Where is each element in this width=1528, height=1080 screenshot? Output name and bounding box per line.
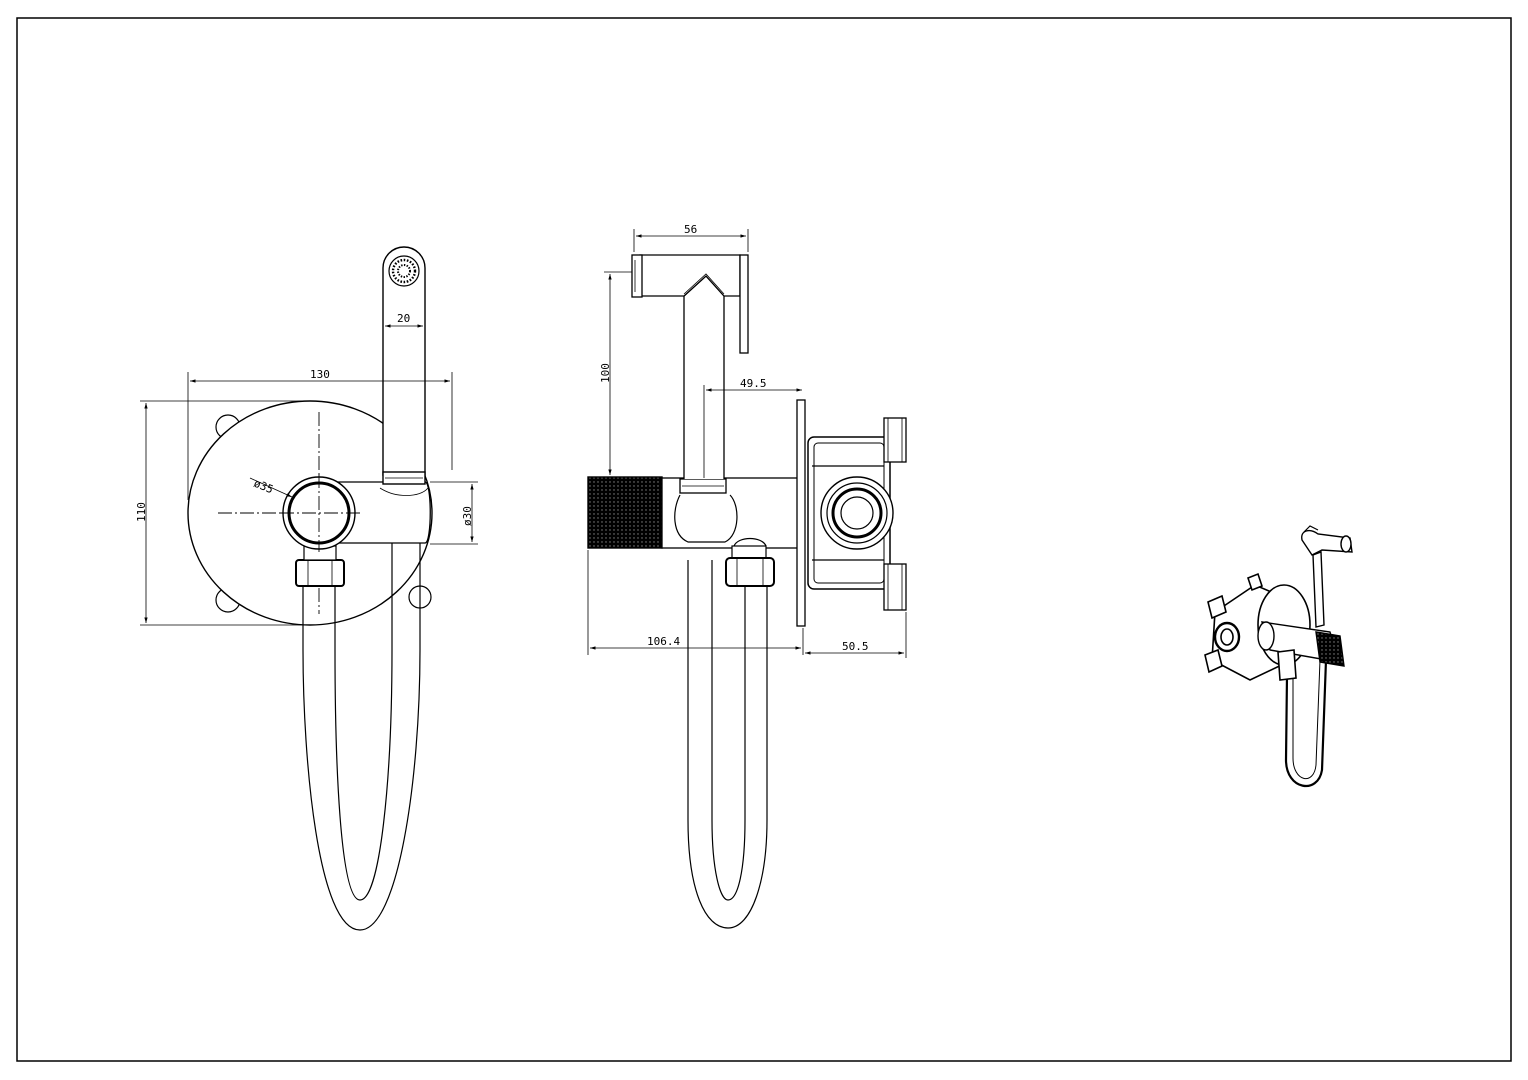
spray-nozzle-side [631,254,643,298]
hose-side [687,560,768,929]
dim-20: 20 [397,312,410,325]
rough-in-box [807,417,907,611]
hose-front [302,540,421,931]
side-view [587,254,907,929]
spray-lever-side [739,254,749,354]
hose-front-inner [334,540,393,901]
knurled-knob [587,476,663,549]
dim-106-4: 106.4 [647,635,680,648]
spray-handle-front [382,246,426,476]
wall-plate-side [796,399,806,627]
isometric-view [1204,525,1353,788]
hose-side-inner [711,560,746,901]
dim-110: 110 [135,502,148,522]
side-dimensions: 56 100 49.5 106.4 50.5 [587,223,907,658]
dim-30: ø30 [461,506,474,526]
spray-head-side [639,254,741,297]
iso-knurled-knob [1315,631,1345,667]
hose-nut-front [295,559,345,587]
dim-50-5: 50.5 [842,640,869,653]
front-dimensions: 130 20 110 ø35 ø30 [135,312,478,626]
dim-49-5: 49.5 [740,377,767,390]
dim-130: 130 [310,368,330,381]
hose-nut-side [725,557,775,587]
drawing-frame [16,17,1512,1062]
spray-nozzle-holes [391,258,417,284]
dim-56: 56 [684,223,697,236]
dim-100: 100 [599,363,612,383]
front-view [187,246,433,931]
spray-nozzle-outer [388,255,420,287]
